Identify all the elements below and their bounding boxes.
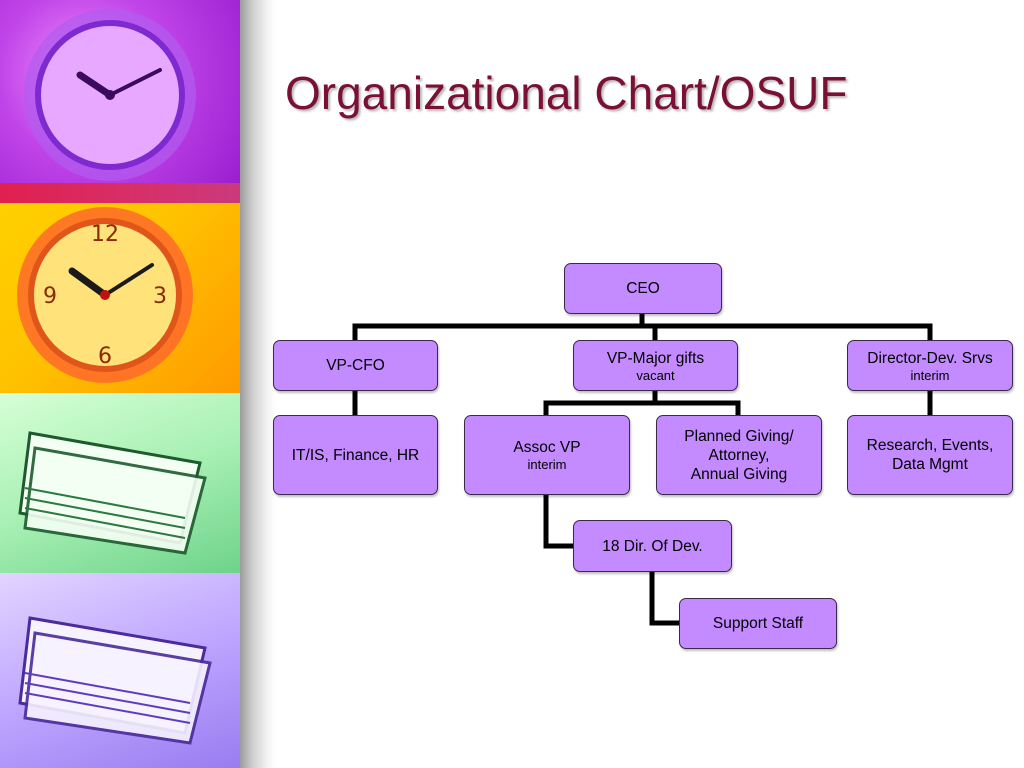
connector-ceo-row2 bbox=[352, 311, 933, 343]
connector-assocvp-dirdev bbox=[543, 492, 576, 549]
svg-text:12: 12 bbox=[91, 222, 119, 247]
svg-text:9: 9 bbox=[43, 284, 57, 309]
org-node-planned-giving: Planned Giving/ Attorney, Annual Giving bbox=[656, 415, 822, 495]
green-papers-image bbox=[0, 393, 240, 573]
node-label-line: Planned Giving/ bbox=[684, 427, 794, 445]
node-label: Assoc VP bbox=[513, 439, 581, 456]
node-label-line: Annual Giving bbox=[690, 465, 788, 483]
node-label-line: Data Mgmt bbox=[892, 456, 968, 473]
purple-clock-image bbox=[0, 0, 240, 183]
node-label: Director-Dev. Srvs bbox=[867, 349, 993, 367]
org-node-support-staff: Support Staff bbox=[679, 598, 837, 649]
slide-title: Organizational Chart/OSUF bbox=[285, 67, 848, 119]
node-note: vacant bbox=[636, 367, 675, 383]
node-label: Support Staff bbox=[712, 615, 804, 632]
orange-clock-image: 12 3 6 9 bbox=[0, 203, 240, 393]
connector-majorgifts-children bbox=[543, 388, 741, 418]
node-note: interim bbox=[910, 367, 950, 383]
org-node-vp-major-gifts: VP-Major gifts vacant bbox=[573, 340, 738, 391]
node-label-line: Attorney, bbox=[708, 446, 770, 464]
purple-papers-image bbox=[0, 573, 240, 768]
node-label: 18 Dir. Of Dev. bbox=[602, 537, 703, 555]
org-node-director-dev-srvs: Director-Dev. Srvs interim bbox=[847, 340, 1013, 391]
decorative-image-strip: 12 3 6 9 bbox=[0, 0, 240, 768]
org-node-research-events: Research, Events, Data Mgmt bbox=[847, 415, 1013, 495]
red-band bbox=[0, 183, 240, 203]
org-node-assoc-vp: Assoc VP interim bbox=[464, 415, 630, 495]
node-label: IT/IS, Finance, HR bbox=[291, 446, 420, 464]
node-label: VP-CFO bbox=[326, 357, 385, 374]
node-label-line: Research, Events, bbox=[866, 437, 994, 454]
node-note: interim bbox=[527, 457, 567, 472]
svg-text:3: 3 bbox=[153, 284, 167, 309]
org-node-ceo: CEO bbox=[564, 263, 722, 314]
org-node-dir-of-dev: 18 Dir. Of Dev. bbox=[573, 520, 732, 572]
node-label: VP-Major gifts bbox=[606, 349, 705, 367]
org-node-it-is-finance-hr: IT/IS, Finance, HR bbox=[273, 415, 438, 495]
node-label: CEO bbox=[626, 280, 660, 297]
connector-dirdev-support bbox=[649, 569, 682, 626]
strip-shadow bbox=[240, 0, 276, 768]
svg-text:6: 6 bbox=[98, 344, 112, 369]
org-node-vp-cfo: VP-CFO bbox=[273, 340, 438, 391]
